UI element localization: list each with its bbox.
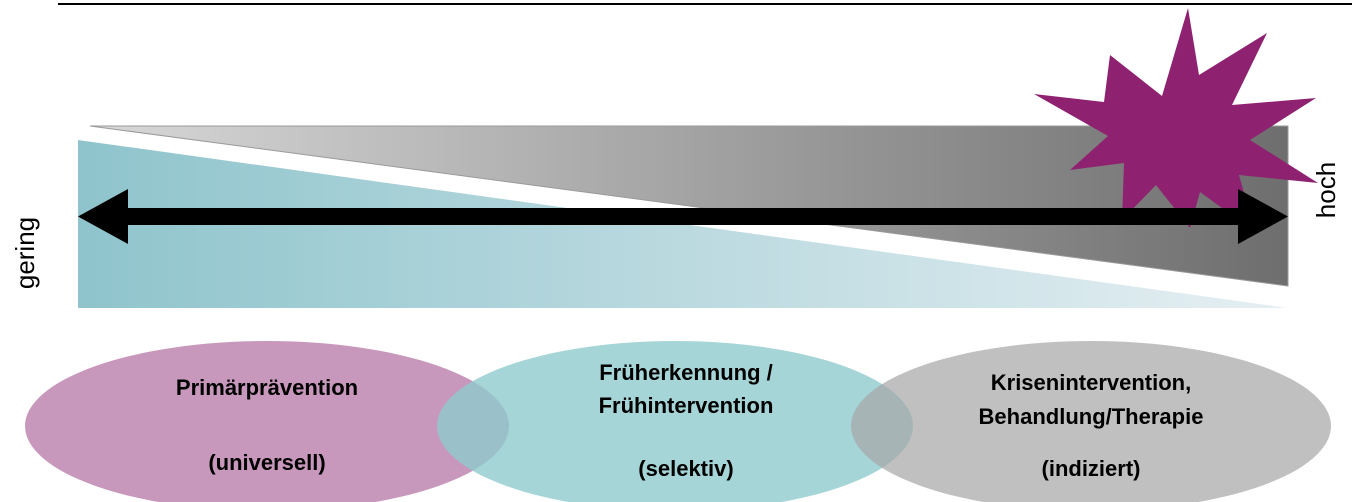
ellipse-1-qualifier: (universell) bbox=[208, 450, 325, 475]
ellipse-1-title: Primärprävention bbox=[176, 375, 358, 400]
axis-label-left: gering bbox=[10, 217, 40, 289]
axis-label-right: hoch bbox=[1311, 162, 1341, 218]
gray-wedge bbox=[89, 125, 1289, 287]
ellipse-krisenintervention bbox=[851, 341, 1331, 502]
ellipse-2-title-line2: Frühintervention bbox=[599, 393, 774, 418]
ellipse-3-title-line2: Behandlung/Therapie bbox=[979, 404, 1204, 429]
ellipse-2-title-line1: Früherkennung / bbox=[599, 360, 773, 385]
ellipse-3-qualifier: (indiziert) bbox=[1042, 456, 1141, 481]
starburst-icon bbox=[1034, 8, 1318, 232]
range-arrow bbox=[78, 189, 1288, 244]
ellipse-2-qualifier: (selektiv) bbox=[638, 456, 733, 481]
ellipse-frueherkennung bbox=[437, 341, 913, 502]
ellipse-3-title-line1: Krisenintervention, bbox=[991, 370, 1191, 395]
ellipse-primaerpraevention bbox=[25, 341, 509, 502]
